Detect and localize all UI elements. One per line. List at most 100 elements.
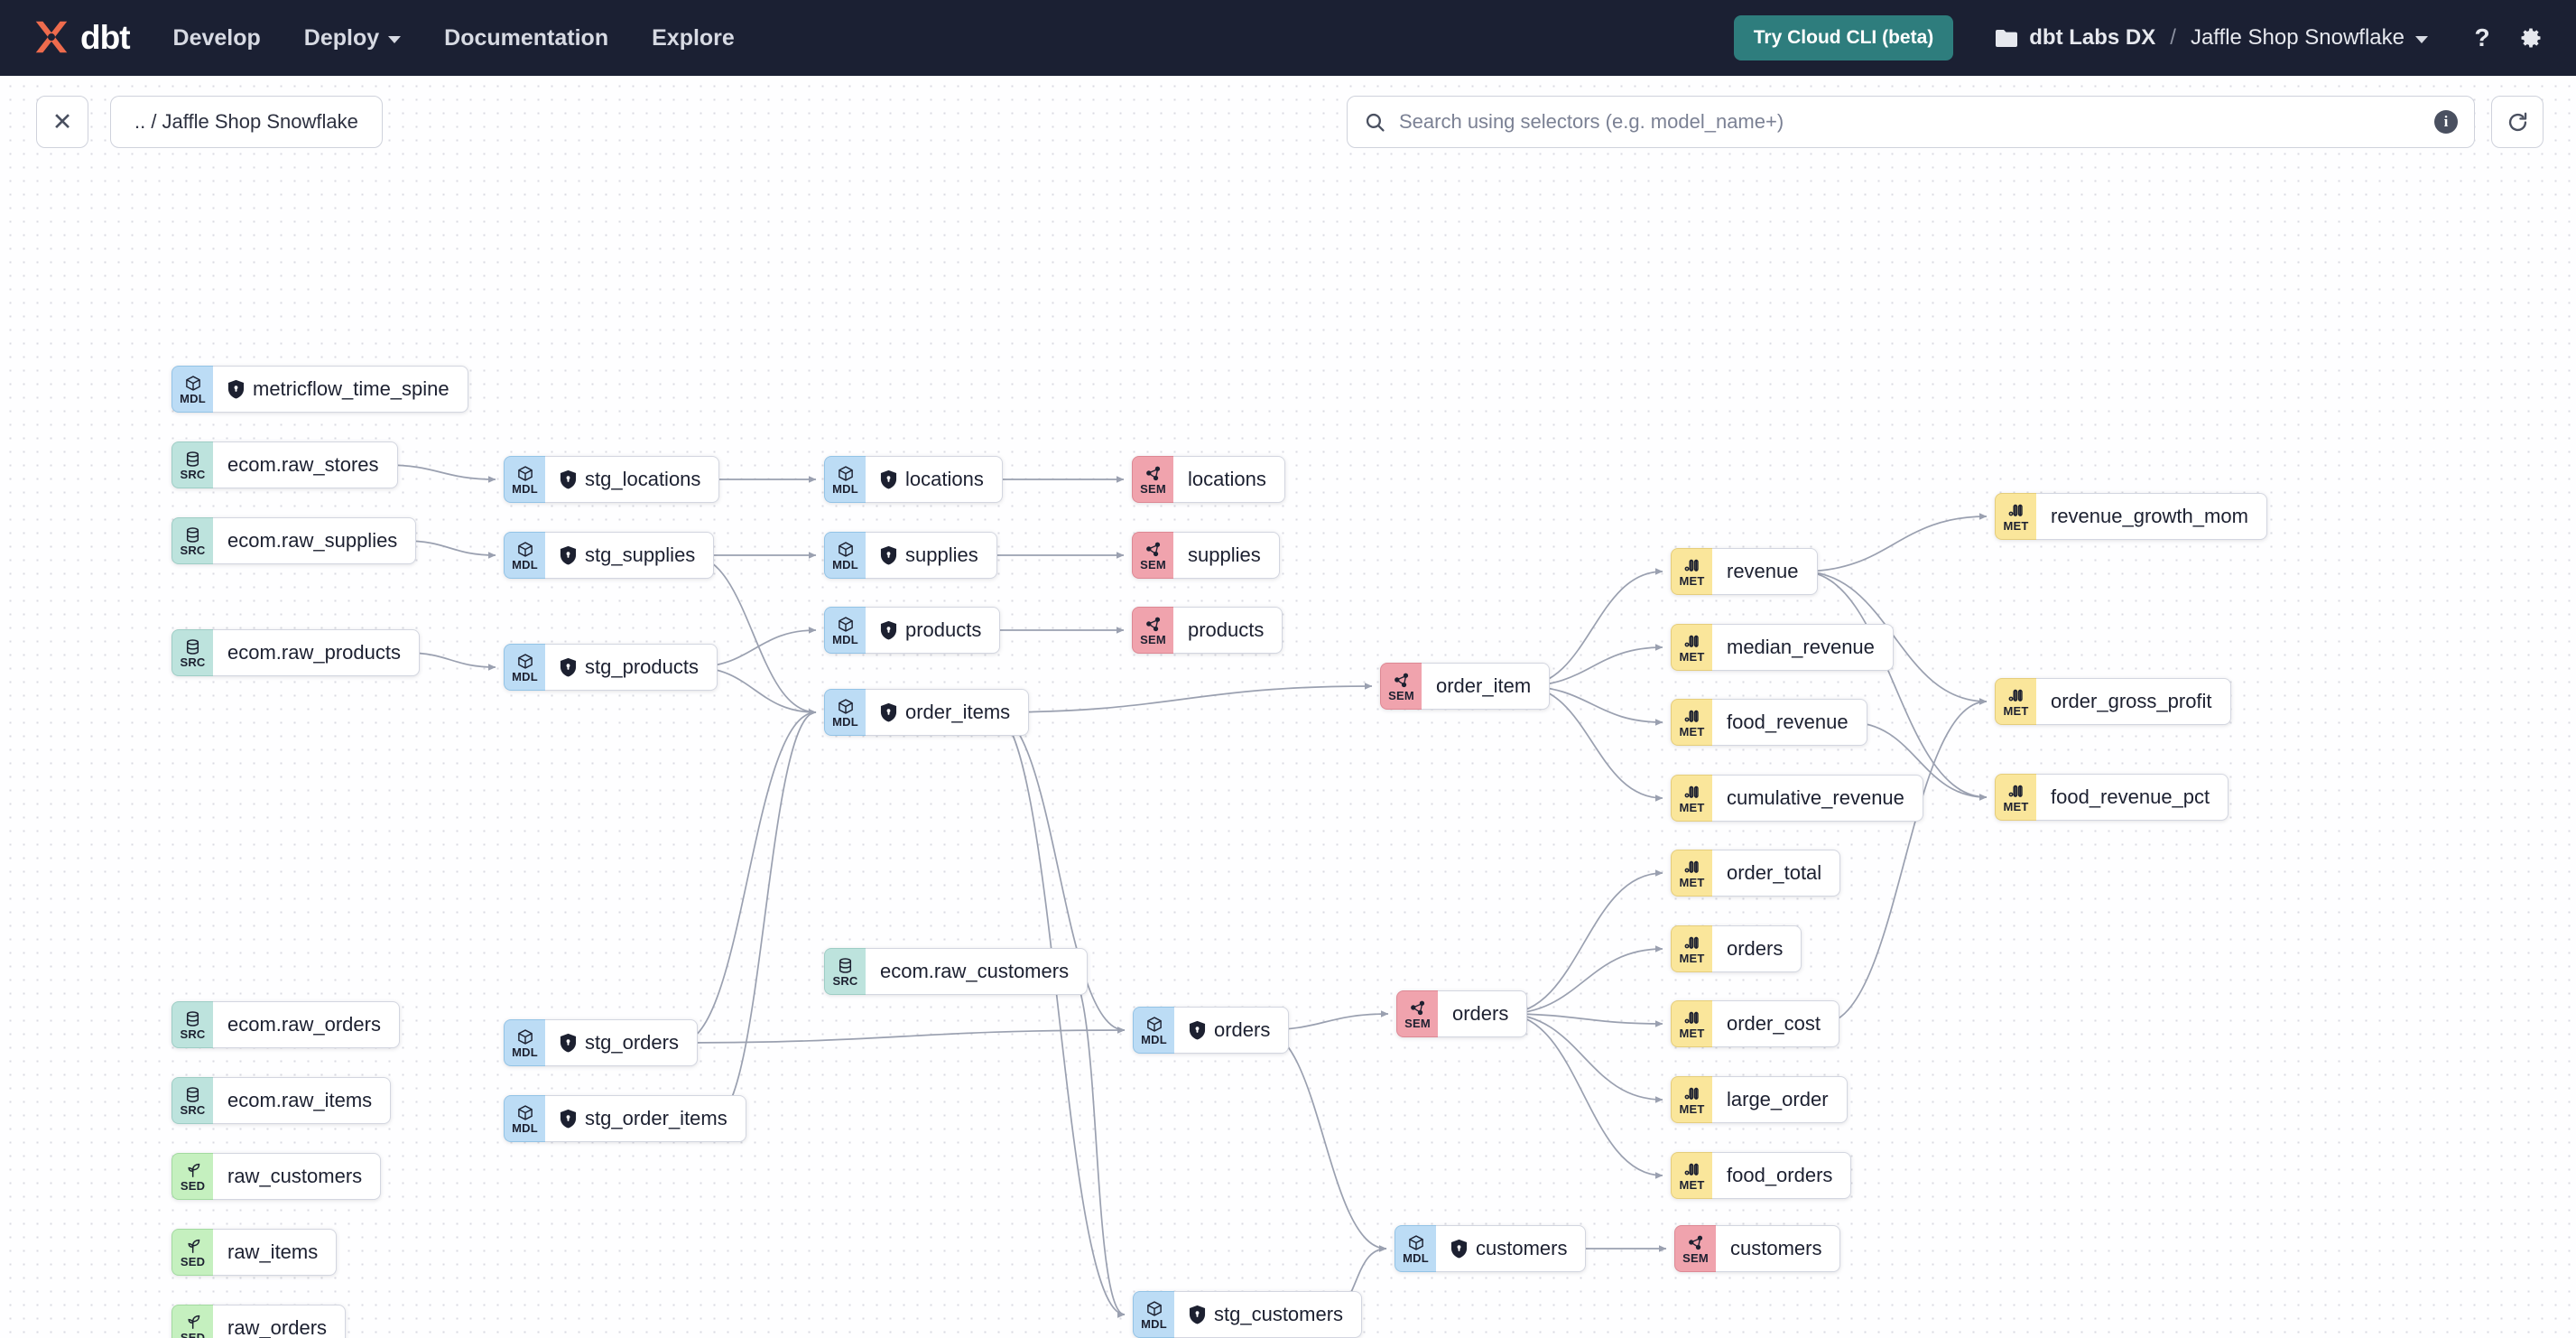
node-type-label: SED: [180, 1179, 206, 1194]
nav-deploy[interactable]: Deploy: [304, 25, 402, 51]
cube-icon: [837, 616, 855, 633]
node-type-badge-sem: SEM: [1132, 456, 1173, 503]
refresh-button[interactable]: [2491, 96, 2544, 148]
account-project-breadcrumb[interactable]: dbt Labs DX / Jaffle Shop Snowflake: [1995, 25, 2428, 51]
node-body: orders: [1712, 925, 1802, 972]
graph-nodes-icon: [1393, 672, 1411, 689]
node-type-badge-met: MET: [1671, 1000, 1712, 1047]
node-body: raw_orders: [213, 1305, 347, 1338]
breadcrumb[interactable]: .. / Jaffle Shop Snowflake: [110, 96, 383, 148]
gear-icon[interactable]: [2513, 20, 2549, 56]
node-body: raw_items: [213, 1229, 338, 1276]
dbt-logo[interactable]: dbt: [31, 17, 131, 59]
top-navigation-bar: dbt Develop Deploy Documentation Explore…: [0, 0, 2576, 76]
nav-documentation-label: Documentation: [444, 24, 609, 51]
help-icon[interactable]: ?: [2474, 23, 2490, 51]
node-type-label: SEM: [1140, 633, 1166, 647]
node-type-badge-met: MET: [1671, 548, 1712, 595]
node-label: ecom.raw_orders: [227, 1013, 381, 1036]
try-cloud-cli-button[interactable]: Try Cloud CLI (beta): [1733, 15, 1954, 60]
bar-chart-icon: [1683, 1009, 1701, 1027]
node-type-label: MET: [2003, 519, 2029, 534]
close-button[interactable]: ✕: [36, 96, 88, 148]
node-type-label: MDL: [1141, 1033, 1167, 1047]
graph-node-raw-items[interactable]: SED raw_items: [171, 1229, 338, 1276]
cube-icon: [516, 1028, 534, 1045]
graph-nodes-icon: [1687, 1234, 1705, 1251]
nav-explore[interactable]: Explore: [652, 25, 735, 51]
node-type-label: SED: [180, 1255, 206, 1269]
node-type-label: SRC: [180, 468, 206, 482]
node-type-label: SRC: [180, 1103, 206, 1118]
node-type-badge-src: SRC: [171, 629, 213, 676]
node-type-badge-sem: SEM: [1132, 532, 1173, 579]
search-input[interactable]: [1399, 110, 2422, 134]
cube-icon: [837, 541, 855, 558]
nav-develop[interactable]: Develop: [173, 25, 261, 51]
project-name: Jaffle Shop Snowflake: [2190, 25, 2405, 50]
edge-revenue-to-food-revenue-pct: [1801, 571, 1988, 801]
node-type-badge-mdl: MDL: [824, 689, 866, 736]
node-type-label: MET: [1679, 574, 1705, 589]
edge-orders-mdl-to-customers-mdl: [1261, 1029, 1387, 1252]
sprout-icon: [184, 1314, 202, 1331]
edge-order-items-to-stg-customers: [992, 711, 1126, 1318]
node-type-badge-mdl: MDL: [1395, 1225, 1436, 1272]
node-body: supplies: [866, 532, 997, 579]
dbt-wordmark: dbt: [80, 19, 131, 56]
info-icon[interactable]: i: [2434, 110, 2458, 134]
database-icon: [184, 638, 201, 655]
project-chevron-down-icon[interactable]: [2415, 36, 2428, 43]
node-type-label: MET: [1679, 1027, 1705, 1041]
lineage-canvas[interactable]: ✕ .. / Jaffle Shop Snowflake i M: [0, 76, 2576, 1338]
node-label: locations: [905, 468, 984, 490]
nav-documentation[interactable]: Documentation: [444, 25, 608, 51]
bar-chart-icon: [1683, 557, 1701, 574]
node-type-label: SEM: [1140, 558, 1166, 572]
edge-order-items-to-order-item-sem: [992, 683, 1373, 713]
dbt-mark-icon: [35, 21, 68, 53]
search-bar[interactable]: i: [1347, 96, 2475, 148]
node-body: metricflow_time_spine: [213, 366, 468, 413]
